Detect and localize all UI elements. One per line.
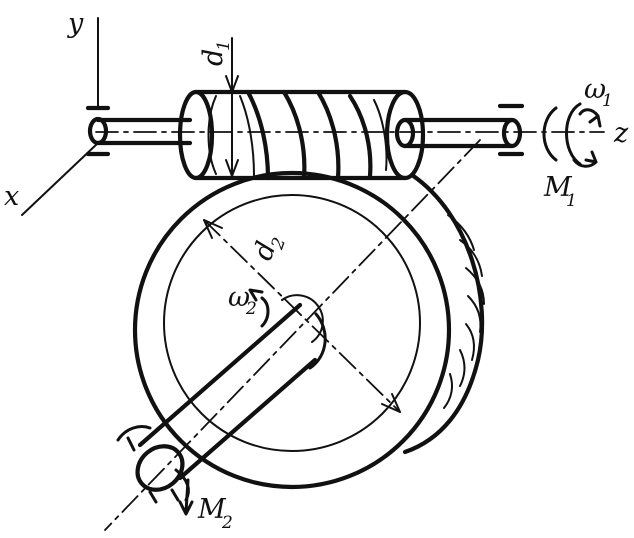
wheel-shaft bbox=[116, 302, 318, 504]
svg-text:2: 2 bbox=[221, 513, 233, 533]
label-omega1: ω 1 bbox=[584, 74, 613, 111]
svg-text:ω: ω bbox=[228, 282, 250, 313]
svg-text:d: d bbox=[198, 49, 229, 66]
worm-left-end bbox=[177, 89, 215, 181]
svg-text:2: 2 bbox=[245, 299, 257, 319]
worm-wheel bbox=[132, 170, 485, 490]
label-x: x bbox=[4, 181, 19, 212]
d1-dimension bbox=[225, 37, 239, 177]
x-axis bbox=[21, 142, 99, 216]
omega2-arrow bbox=[248, 288, 327, 370]
worm-threads bbox=[245, 89, 373, 181]
m2-arrow bbox=[178, 478, 194, 516]
wheel-inner-ring bbox=[163, 194, 421, 452]
label-y: y bbox=[67, 8, 84, 39]
wheel-shaft-end bbox=[135, 444, 185, 492]
label-M1: M 1 bbox=[543, 172, 577, 211]
label-d1: d 1 bbox=[198, 40, 234, 66]
wheel-rim-back bbox=[402, 172, 485, 455]
worm-right-end bbox=[384, 89, 426, 181]
label-d2: d 2 bbox=[247, 235, 290, 264]
wheel-axis bbox=[104, 139, 481, 531]
svg-text:M: M bbox=[543, 172, 573, 203]
d2-dimension bbox=[203, 219, 401, 413]
label-z: z bbox=[613, 118, 629, 149]
wheel-teeth bbox=[443, 214, 485, 409]
svg-text:1: 1 bbox=[602, 91, 613, 111]
svg-text:M: M bbox=[197, 494, 227, 525]
label-omega2: ω 2 bbox=[228, 282, 257, 319]
wheel-outer-face bbox=[132, 170, 452, 490]
omega1-rotation-symbol bbox=[542, 102, 602, 168]
worm bbox=[177, 89, 426, 181]
svg-text:ω: ω bbox=[584, 74, 606, 105]
label-M2: M 2 bbox=[197, 494, 233, 533]
svg-text:1: 1 bbox=[214, 40, 234, 51]
svg-text:1: 1 bbox=[566, 191, 577, 211]
